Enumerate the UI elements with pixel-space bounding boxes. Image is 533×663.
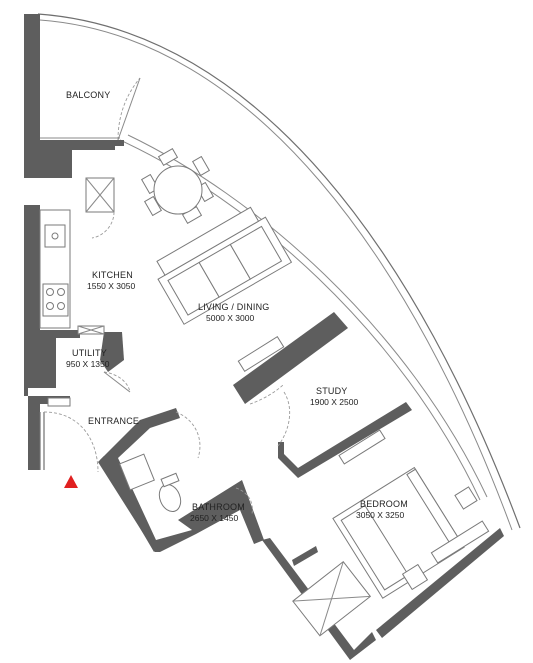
- cooktop-icon: [42, 283, 69, 317]
- entrance-door: [39, 411, 99, 473]
- living-label: LIVING / DINING: [198, 302, 270, 312]
- room-labels: BALCONY KITCHEN 1550 X 3050 LIVING / DIN…: [66, 90, 408, 523]
- sofa: [156, 206, 293, 325]
- bedroom-furniture: [292, 466, 490, 637]
- bedroom-size: 3050 X 3250: [356, 510, 404, 520]
- study-furniture: [237, 336, 386, 465]
- toilet-icon: [158, 483, 182, 513]
- bathroom-fixtures: [119, 411, 253, 515]
- bathroom-size: 2650 X 1450: [190, 513, 238, 523]
- utility-fixtures: [47, 325, 131, 407]
- balcony-label: BALCONY: [66, 90, 110, 100]
- utility-size: 950 X 1350: [66, 359, 110, 369]
- kitchen-label: KITCHEN: [92, 270, 133, 280]
- red-triangle-icon: [64, 475, 78, 488]
- washbasin-icon: [119, 453, 155, 491]
- bedroom-label: BEDROOM: [360, 499, 408, 509]
- dining-table: [140, 147, 215, 225]
- bathroom-label: BATHROOM: [192, 502, 245, 512]
- kitchen-size: 1550 X 3050: [87, 281, 135, 291]
- study-label: STUDY: [316, 386, 348, 396]
- balcony-details: [40, 77, 141, 141]
- living-size: 5000 X 3000: [206, 313, 254, 323]
- study-size: 1900 X 2500: [310, 397, 358, 407]
- kitchen-fixtures: [39, 177, 115, 329]
- entrance-label: ENTRANCE: [88, 416, 139, 426]
- utility-label: UTILITY: [72, 348, 107, 358]
